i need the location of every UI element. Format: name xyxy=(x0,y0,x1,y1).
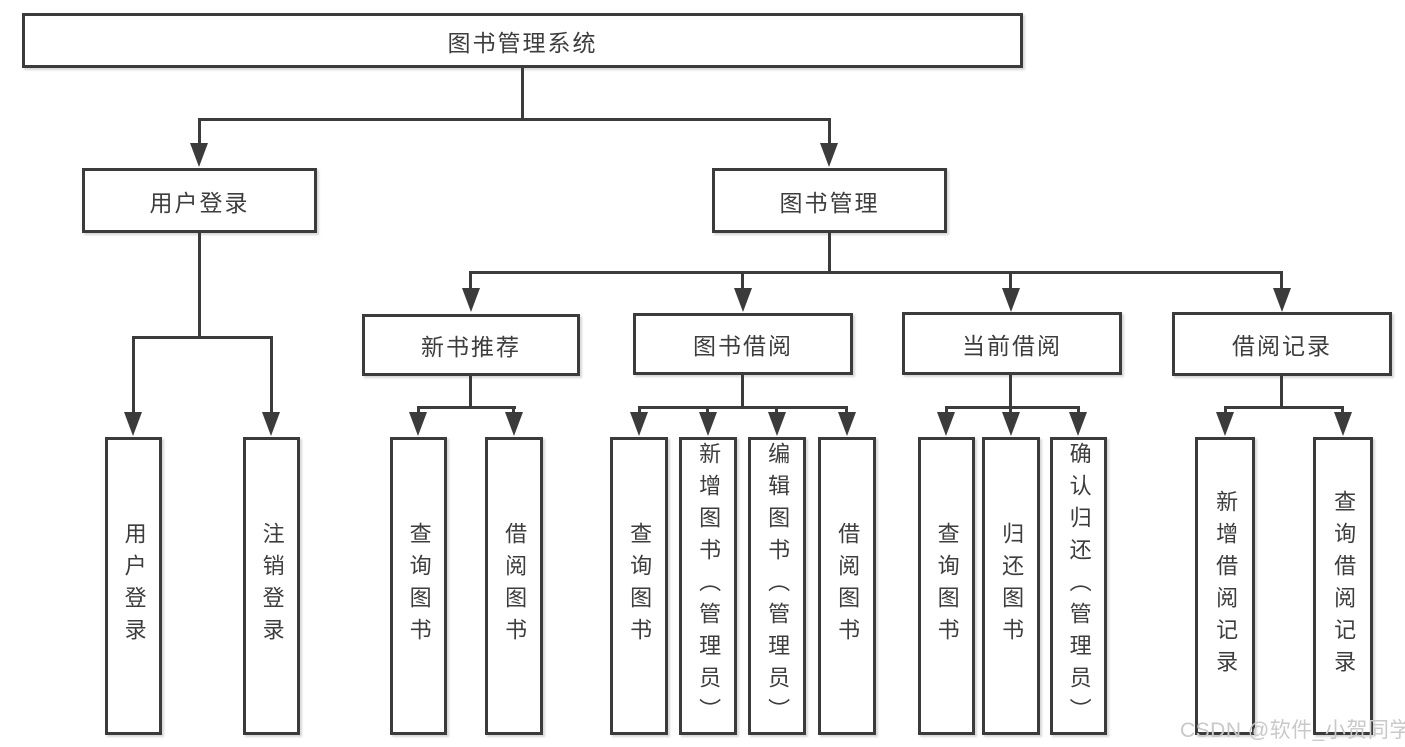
leaf-label: 新增图书（管理员） xyxy=(696,442,722,730)
leaf-label: 编辑图书（管理员） xyxy=(765,442,791,730)
leaf-add-borrow-record: 新增借阅记录 xyxy=(1195,437,1255,735)
connector-line xyxy=(512,406,515,414)
node-borrow-record: 借阅记录 xyxy=(1172,312,1392,376)
leaf-label: 查询图书 xyxy=(627,522,653,650)
connector-stem xyxy=(1280,376,1283,406)
leaf-label: 归还图书 xyxy=(999,522,1025,650)
connector-book-mgmt-stem xyxy=(828,233,831,274)
arrowhead-down xyxy=(1069,412,1087,436)
leaf-label: 确认归还（管理员） xyxy=(1066,442,1092,730)
arrowhead-down xyxy=(1334,412,1352,436)
arrowhead-down xyxy=(630,412,648,436)
connector-line xyxy=(1009,274,1012,289)
connector-user-login-bar xyxy=(132,336,273,339)
arrowhead-down xyxy=(409,412,427,436)
leaf-label: 借阅图书 xyxy=(835,522,861,650)
arrowhead-down xyxy=(734,288,752,312)
connector-line xyxy=(270,336,273,413)
leaf-label: 借阅图书 xyxy=(502,522,528,650)
leaf-label: 查询图书 xyxy=(406,522,432,650)
node-book-management: 图书管理 xyxy=(712,168,947,233)
connector-line xyxy=(417,406,420,414)
leaf-add-book-admin: 新增图书（管理员） xyxy=(679,437,737,735)
leaf-label: 查询图书 xyxy=(934,522,960,650)
connector-bar xyxy=(638,406,848,409)
node-library-management-system: 图书管理系统 xyxy=(22,13,1023,68)
connector-line xyxy=(741,274,744,289)
connector-line xyxy=(845,406,848,414)
node-label: 借阅记录 xyxy=(1232,333,1332,359)
arrowhead-down xyxy=(1216,412,1234,436)
connector-root-stem xyxy=(521,68,524,118)
leaf-label: 注销登录 xyxy=(259,522,285,650)
node-label: 新书推荐 xyxy=(421,334,521,360)
connector-line xyxy=(945,406,948,414)
arrowhead-down xyxy=(124,412,142,436)
csdn-watermark: CSDN @软件_小贺同学 xyxy=(1180,719,1405,742)
leaf-borrow-book-recommend: 借阅图书 xyxy=(485,437,543,735)
connector-level2-bar xyxy=(198,118,831,121)
node-label: 当前借阅 xyxy=(962,332,1062,359)
arrowhead-down xyxy=(768,412,786,436)
arrowhead-down xyxy=(838,412,856,436)
connector-line xyxy=(638,406,641,414)
leaf-query-book-borrow: 查询图书 xyxy=(610,437,668,735)
leaf-label: 查询借阅记录 xyxy=(1331,490,1357,682)
connector-line xyxy=(132,336,135,413)
leaf-borrow-book: 借阅图书 xyxy=(818,437,876,735)
arrowhead-down xyxy=(190,143,208,167)
connector-line xyxy=(828,118,831,144)
leaf-query-borrow-record: 查询借阅记录 xyxy=(1313,437,1373,735)
connector-line xyxy=(1224,406,1227,414)
leaf-confirm-return-admin: 确认归还（管理员） xyxy=(1050,437,1107,735)
connector-bar xyxy=(945,406,1080,409)
connector-line xyxy=(1009,406,1012,414)
connector-line xyxy=(775,406,778,414)
arrowhead-down xyxy=(1002,288,1020,312)
connector-stem xyxy=(741,375,744,406)
node-new-book-recommend: 新书推荐 xyxy=(362,314,580,376)
connector-line xyxy=(706,406,709,414)
connector-bar xyxy=(417,406,516,409)
arrowhead-down xyxy=(505,412,523,436)
arrowhead-down xyxy=(1002,412,1020,436)
leaf-return-book: 归还图书 xyxy=(982,437,1040,735)
connector-line xyxy=(469,274,472,289)
node-label: 用户登录 xyxy=(149,189,250,216)
leaf-label: 新增借阅记录 xyxy=(1213,490,1239,682)
node-user-login: 用户登录 xyxy=(82,168,317,233)
leaf-label: 用户登录 xyxy=(121,522,147,650)
node-label: 图书管理 xyxy=(779,189,880,216)
connector-level3-bar xyxy=(469,271,1283,274)
connector-bar xyxy=(1224,406,1344,409)
connector-line xyxy=(1341,406,1344,414)
leaf-user-login: 用户登录 xyxy=(105,437,162,735)
arrowhead-down xyxy=(699,412,717,436)
arrowhead-down xyxy=(262,412,280,436)
leaf-edit-book-admin: 编辑图书（管理员） xyxy=(748,437,806,735)
node-label: 图书借阅 xyxy=(693,333,793,359)
connector-line xyxy=(198,118,201,144)
leaf-query-book-recommend: 查询图书 xyxy=(390,437,447,735)
arrowhead-down xyxy=(937,412,955,436)
connector-line xyxy=(1280,274,1283,289)
connector-stem xyxy=(1009,375,1012,406)
arrowhead-down xyxy=(462,288,480,312)
connector-user-login-stem xyxy=(198,233,201,336)
connector-stem xyxy=(469,376,472,406)
connector-line xyxy=(1077,406,1080,414)
arrowhead-down xyxy=(820,143,838,167)
leaf-query-book-current: 查询图书 xyxy=(918,437,975,735)
node-label: 图书管理系统 xyxy=(447,29,598,56)
node-current-borrow: 当前借阅 xyxy=(902,312,1122,375)
node-book-borrow: 图书借阅 xyxy=(633,313,853,375)
leaf-logout: 注销登录 xyxy=(243,437,300,735)
arrowhead-down xyxy=(1273,288,1291,312)
